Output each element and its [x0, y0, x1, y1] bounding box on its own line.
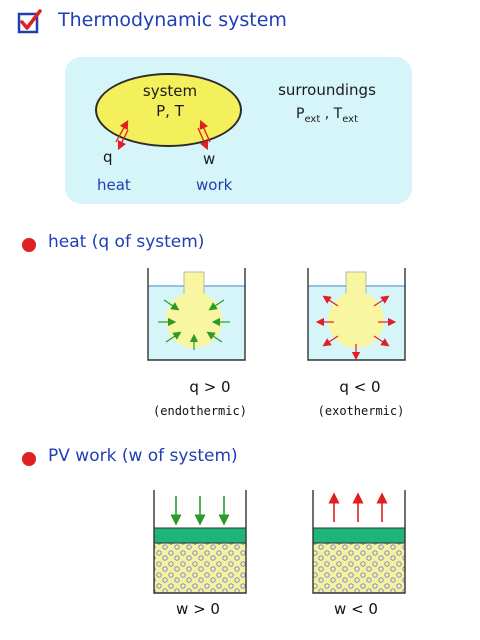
piston-expansion: [312, 490, 406, 594]
checkbox-icon: [16, 8, 44, 36]
system-label: system: [142, 82, 198, 100]
system-properties: P, T: [156, 102, 184, 120]
exothermic-label: (exothermic): [317, 404, 405, 418]
work-negative-relation: w < 0: [334, 600, 378, 618]
endothermic-label: (endothermic): [153, 404, 247, 418]
work-positive-relation: w > 0: [176, 600, 220, 618]
endothermic-relation: q > 0: [189, 378, 231, 396]
work-label: work: [196, 176, 233, 194]
w-label: w: [203, 150, 216, 168]
work-section-heading: PV work (w of system): [48, 446, 238, 466]
exothermic-beaker: [307, 268, 406, 361]
endothermic-beaker: [147, 268, 246, 361]
piston-compression: [153, 490, 247, 594]
heat-section-heading: heat (q of system): [48, 232, 205, 252]
bullet-icon: [22, 452, 36, 466]
q-label: q: [103, 148, 113, 166]
surroundings-label: surroundings: [278, 81, 376, 99]
page-title: Thermodynamic system: [58, 9, 287, 31]
heat-label: heat: [97, 176, 131, 194]
surroundings-properties: Pext , Text: [295, 106, 359, 125]
q-arrow-pair: [115, 120, 129, 151]
w-arrow-pair: [197, 119, 211, 151]
bullet-icon: [22, 238, 36, 252]
exothermic-relation: q < 0: [339, 378, 381, 396]
system-ellipse: [95, 73, 242, 147]
